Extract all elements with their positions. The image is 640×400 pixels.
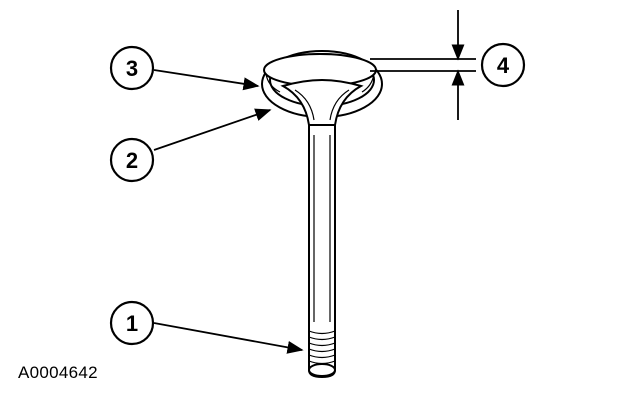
callout-2: 2 xyxy=(109,137,155,183)
leader-line-3 xyxy=(153,69,260,91)
callout-1: 1 xyxy=(109,300,155,346)
valve-head xyxy=(261,50,383,126)
keeper-grooves xyxy=(308,330,336,365)
callout-3-number: 3 xyxy=(126,56,138,81)
margin-dimension xyxy=(370,10,476,120)
callout-1-number: 1 xyxy=(126,311,138,336)
callout-3: 3 xyxy=(109,45,155,91)
leader-line-1 xyxy=(153,322,304,354)
callout-4: 4 xyxy=(480,42,526,88)
leader-line-2 xyxy=(153,108,272,151)
figure-id: A0004642 xyxy=(18,363,98,382)
callout-4-number: 4 xyxy=(497,53,510,78)
callout-2-number: 2 xyxy=(126,148,138,173)
